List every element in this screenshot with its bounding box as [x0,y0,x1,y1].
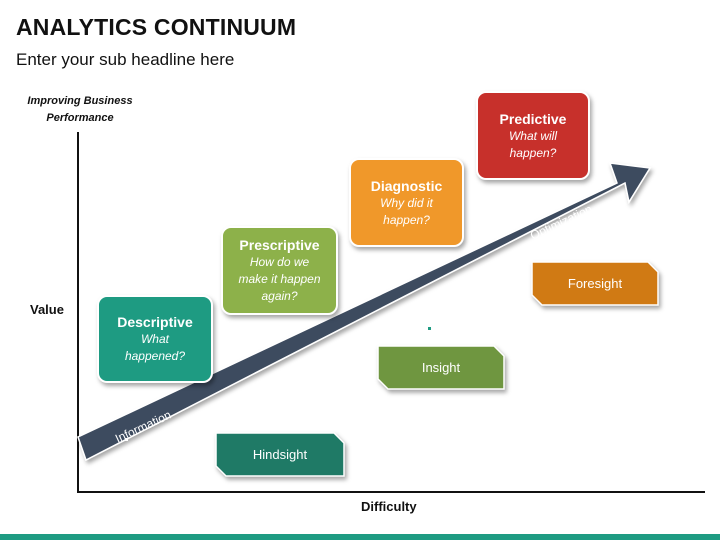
y-axis-line [77,132,79,492]
tag-label: Hindsight [252,447,308,462]
box-title: Diagnostic [370,177,443,194]
box-question: Why did it happen? [380,195,433,227]
tag-label: Foresight [567,276,623,291]
box-title: Predictive [499,110,567,127]
box-question: What will happen? [508,128,557,160]
box-descriptive: Descriptive What happened? [97,295,213,383]
stray-marker [428,327,431,330]
tag-foresight: Foresight [531,261,659,306]
value-label: Value [30,302,64,317]
box-question: What happened? [124,332,186,363]
stray-marker [125,438,128,441]
tag-shape [215,432,345,477]
box-question: How do we make it happen again? [238,255,321,303]
tag-shape [377,345,505,390]
box-prescriptive: Prescriptive How do we make it happen ag… [221,226,338,315]
y-axis-label: Improving Business Performance [27,95,133,124]
x-axis-label: Difficulty [361,499,417,514]
box-title: Prescriptive [239,237,320,253]
x-axis-line [77,491,705,493]
arrow-label-optimization: Optimization [528,201,595,243]
page-title: ANALYTICS CONTINUUM [16,14,297,40]
tag-shape [531,261,659,306]
tag-label: Insight [421,360,461,375]
tag-insight: Insight [377,345,505,390]
arrow-label-information: Information [113,407,174,446]
bottom-accent-bar [0,534,720,540]
box-diagnostic: Diagnostic Why did it happen? [349,158,464,247]
page-subtitle: Enter your sub headline here [16,50,235,69]
box-title: Descriptive [117,314,193,330]
box-predictive: Predictive What will happen? [476,91,590,180]
tag-hindsight: Hindsight [215,432,345,477]
